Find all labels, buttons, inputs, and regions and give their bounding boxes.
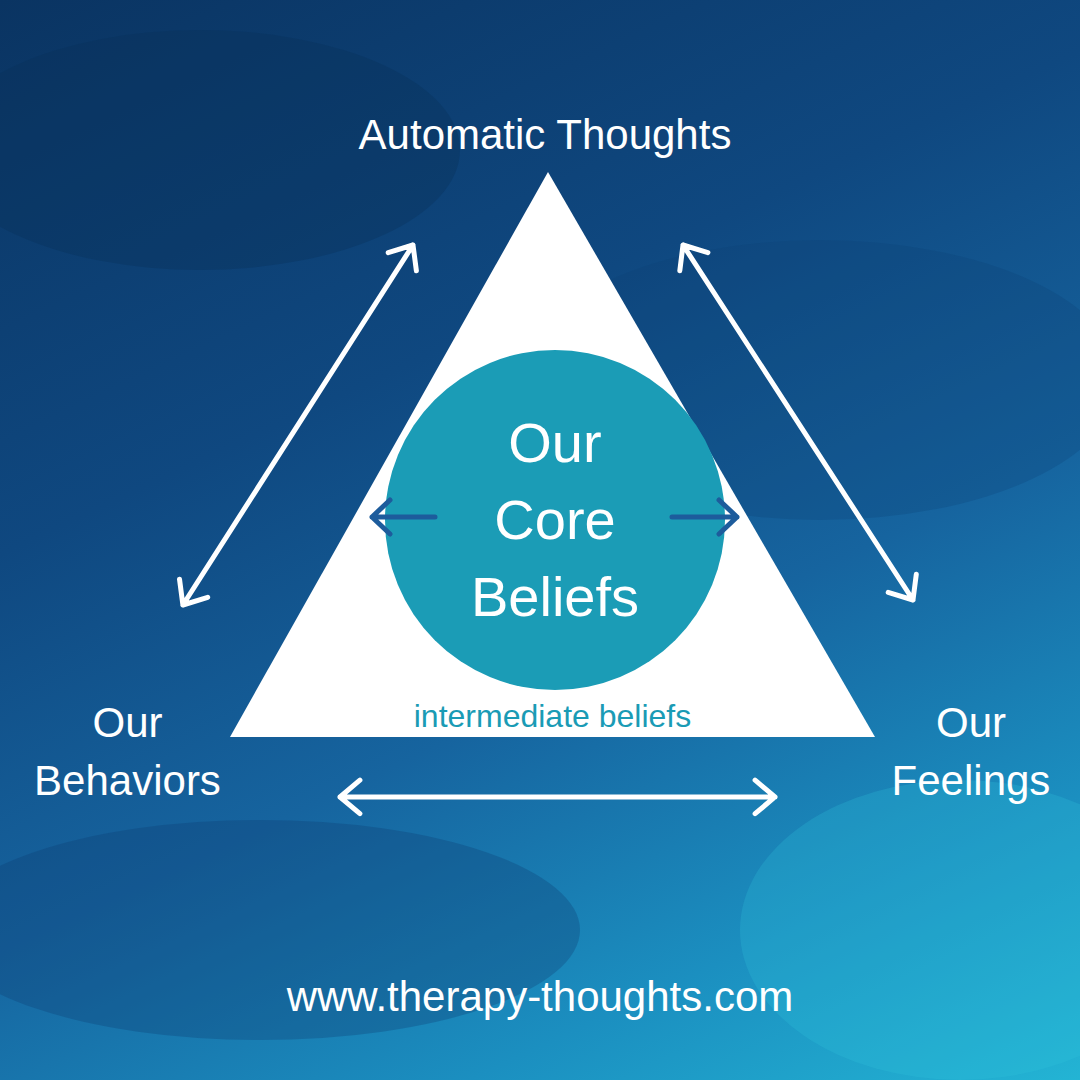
node-text: Automatic Thoughts <box>330 110 760 160</box>
node-text: Our Core Beliefs <box>455 404 655 635</box>
website-label: www.therapy-thoughts.com <box>0 970 1080 1024</box>
corner-label: Our Feelings <box>775 600 1065 820</box>
core-circle: Our Core Beliefs <box>385 350 725 690</box>
node-text: Our Behaviors <box>20 694 235 810</box>
double-arrow <box>340 780 775 814</box>
triangle-fill <box>230 172 875 737</box>
node-text: intermediate beliefs <box>230 696 875 736</box>
triangle-shape: intermediate beliefs Our Core Beliefs <box>230 172 875 737</box>
corner-label: Our Behaviors <box>20 605 340 820</box>
water-highlight <box>740 780 1080 1080</box>
node-text: Our Feelings <box>871 694 1071 810</box>
